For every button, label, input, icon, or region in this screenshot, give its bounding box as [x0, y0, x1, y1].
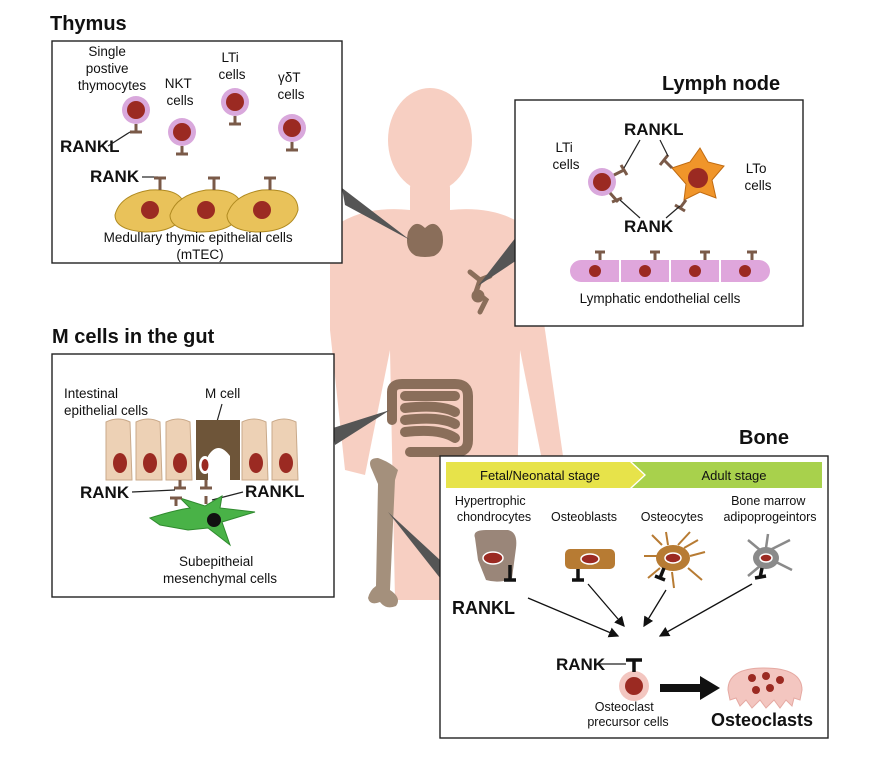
stage-fetal-label: Fetal/Neonatal stage: [480, 468, 600, 483]
lymphatic-endothelial-cells: [570, 250, 770, 282]
hypertrophic-chondrocyte: [474, 530, 517, 582]
thymus-rank-label: RANK: [90, 167, 140, 186]
osteoblasts-label: Osteoblasts: [551, 510, 617, 524]
svg-text:γδT cells: γδT cells: [277, 70, 304, 102]
lto-label-1: LTo: [746, 161, 767, 176]
lymph-lti-label-2: cells: [552, 157, 579, 172]
single-positive-thymocyte: [122, 96, 150, 134]
svg-text:LTi cells: LTi cells: [218, 50, 245, 82]
thymus-callout: [342, 188, 410, 240]
lymph-lti-label-1: LTi: [555, 140, 572, 155]
mtec-label-1: Medullary thymic epithelial cells: [104, 230, 293, 245]
svg-text:Single postive thymocy: Single postive thymocytes: [78, 44, 147, 93]
single-positive-label-2: postive: [86, 61, 129, 76]
svg-text:NKT cells: NKT cells: [165, 76, 196, 108]
precursor-label-2: precursor cells: [587, 715, 668, 729]
gdt-cell: [278, 114, 306, 152]
bone-title: Bone: [739, 427, 789, 449]
lti-label-1: LTi: [221, 50, 238, 65]
mesenchymal-cell: [148, 495, 256, 547]
m-cell: [196, 420, 240, 480]
mesenchymal-label-1: Subepitheial: [179, 554, 253, 569]
lto-cell: [658, 147, 725, 213]
svg-text:LTo cells: LTo cells: [744, 161, 771, 193]
lymph-node-panel: [514, 99, 804, 327]
lymph-rank-label: RANK: [624, 217, 674, 236]
hyper-label-2: chondrocytes: [457, 510, 531, 524]
lto-label-2: cells: [744, 178, 771, 193]
gut-rankl-label: RANKL: [245, 482, 305, 501]
svg-text:Hypertrophic chondrocytes: Hypertrophic chondrocytes: [455, 494, 531, 524]
gut-title: M cells in the gut: [52, 326, 215, 348]
adipo-label-1: Bone marrow: [731, 494, 806, 508]
bone-rankl-label: RANKL: [452, 598, 515, 618]
differentiation-arrow: [660, 676, 720, 700]
nkt-cell: [168, 118, 196, 156]
nkt-label-2: cells: [166, 93, 193, 108]
stage-adult-label: Adult stage: [701, 468, 766, 483]
gut-callout: [333, 410, 390, 445]
svg-text:Bone marrow adipoprogeinto: Bone marrow adipoprogeintors: [723, 494, 816, 524]
osteoblast: [565, 549, 615, 582]
precursor-label-1: Osteoclast: [595, 700, 655, 714]
adipo-label-2: adipoprogeintors: [723, 510, 816, 524]
gdt-label-2: cells: [277, 87, 304, 102]
nkt-label-1: NKT: [165, 76, 192, 91]
thymus-rankl-label: RANKL: [60, 137, 120, 156]
svg-text:Osteoclast precursor cells: Osteoclast precursor cells: [587, 700, 668, 729]
mtec-cells: [114, 176, 299, 233]
stage-bar: [446, 462, 822, 488]
svg-text:Subepitheial mesenchymal c: Subepitheial mesenchymal cells: [163, 554, 277, 586]
bone-callout: [388, 512, 440, 578]
thymus-lti-cell: [221, 88, 249, 126]
mtec-label-2: (mTEC): [176, 247, 223, 262]
intestinal-epithelial-cells: [105, 418, 299, 481]
intestine-organ: [387, 379, 473, 457]
mcell-label: M cell: [205, 386, 240, 401]
hyper-label-1: Hypertrophic: [455, 494, 526, 508]
lymph-callout: [478, 232, 520, 286]
single-positive-label-1: Single: [88, 44, 126, 59]
osteoclast-precursor-cell: [619, 658, 649, 701]
adipoprogenitor: [747, 533, 793, 580]
thymus-organ: [407, 223, 443, 257]
lec-label: Lymphatic endothelial cells: [580, 291, 741, 306]
lti-label-2: cells: [218, 67, 245, 82]
svg-text:Medullary thymic epithelial ce: Medullary thymic epithelial cells (mTEC): [104, 230, 297, 262]
intestinal-label-2: epithelial cells: [64, 403, 148, 418]
osteocytes-label: Osteocytes: [641, 510, 704, 524]
osteoclasts-label: Osteoclasts: [711, 710, 813, 730]
gdt-label-1: γδT: [278, 70, 300, 85]
gut-rank-label: RANK: [80, 483, 130, 502]
single-positive-label-3: thymocytes: [78, 78, 147, 93]
thymus-title: Thymus: [50, 13, 127, 35]
osteoclast: [727, 667, 803, 709]
femur-bone: [368, 458, 398, 608]
lymph-node-title: Lymph node: [662, 73, 780, 95]
mesenchymal-label-2: mesenchymal cells: [163, 571, 277, 586]
intestinal-label-1: Intestinal: [64, 386, 118, 401]
svg-text:Intestinal epithelial cell: Intestinal epithelial cells: [64, 386, 148, 418]
svg-text:LTi cells: LTi cells: [552, 140, 579, 172]
bone-rank-label: RANK: [556, 655, 606, 674]
lymph-lti-cell: [588, 164, 629, 204]
lymph-rankl-label: RANKL: [624, 120, 684, 139]
osteocyte: [644, 531, 706, 589]
